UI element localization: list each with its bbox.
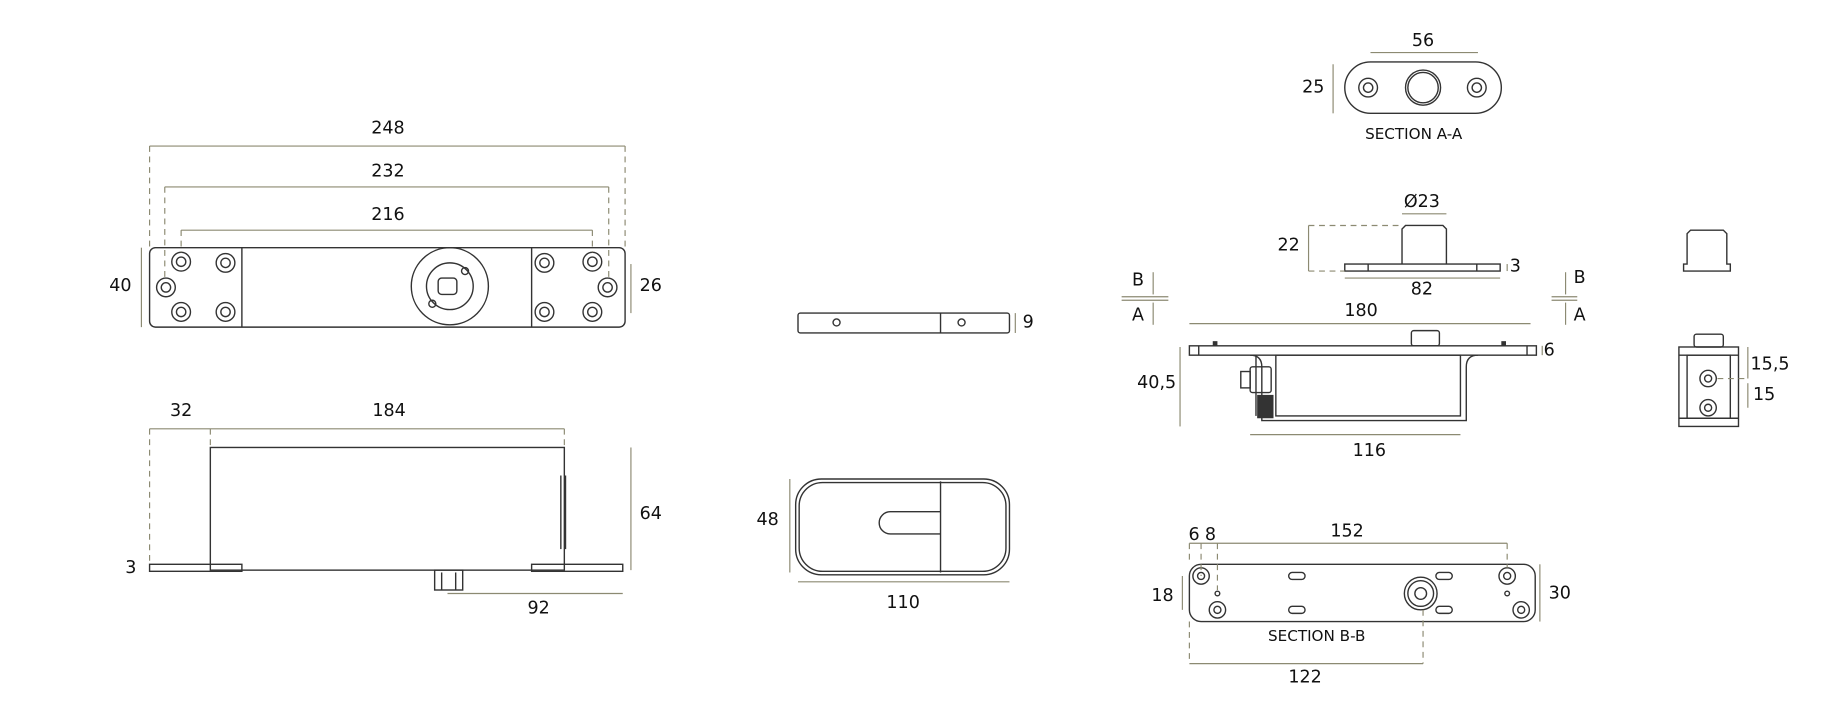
cover-view: 48 110 <box>756 478 1011 613</box>
marker-a-left: A <box>1132 305 1144 325</box>
dim-180: 180 <box>1344 301 1377 321</box>
dim-diameter-23: Ø23 <box>1404 192 1440 212</box>
dim-216: 216 <box>371 205 404 225</box>
top-view: 248 232 216 40 26 <box>109 119 662 328</box>
section-a-a-label: SECTION A-A <box>1365 125 1463 143</box>
dim-30: 30 <box>1549 584 1571 604</box>
dim-40-5: 40,5 <box>1137 373 1176 393</box>
dim-152: 152 <box>1330 522 1363 542</box>
dim-110: 110 <box>886 593 919 613</box>
dim-48: 48 <box>756 510 778 530</box>
dim-40: 40 <box>109 276 131 296</box>
dim-15-5: 15,5 <box>1751 355 1790 375</box>
dim-92: 92 <box>527 599 549 619</box>
dim-26: 26 <box>640 276 662 296</box>
spindle-piece: Ø23 22 3 82 <box>1278 192 1521 300</box>
dim-8-bb: 8 <box>1205 525 1216 545</box>
dim-3: 3 <box>125 558 136 578</box>
dim-22: 22 <box>1278 235 1300 255</box>
mounting-holes <box>155 251 618 322</box>
marker-b-right: B <box>1574 268 1586 288</box>
dim-248: 248 <box>371 119 404 139</box>
section-b-b: SECTION B-B 6 8 152 18 30 122 <box>1151 522 1571 688</box>
dim-82: 82 <box>1411 280 1433 300</box>
dim-122: 122 <box>1288 668 1321 688</box>
dim-9: 9 <box>1023 312 1034 332</box>
dim-6: 6 <box>1544 340 1555 360</box>
dim-18: 18 <box>1151 586 1173 606</box>
side-view: 32 184 64 3 92 <box>125 401 662 618</box>
dim-56: 56 <box>1412 31 1434 51</box>
dim-232: 232 <box>371 162 404 182</box>
dim-116: 116 <box>1353 441 1386 461</box>
end-view: 15,5 15 <box>1678 229 1790 428</box>
dim-32: 32 <box>170 401 192 421</box>
dim-184: 184 <box>372 401 405 421</box>
section-markers: B A B A <box>1121 268 1586 325</box>
edge-view: 9 <box>797 312 1034 334</box>
dim-15: 15 <box>1753 385 1775 405</box>
dim-6-bb: 6 <box>1188 525 1199 545</box>
marker-a-right: A <box>1574 305 1586 325</box>
section-a-a: 56 25 SECTION A-A <box>1302 31 1503 143</box>
section-b-b-label: SECTION B-B <box>1268 627 1365 645</box>
marker-b-left: B <box>1132 270 1144 290</box>
dim-25: 25 <box>1302 78 1324 98</box>
dim-64: 64 <box>640 504 662 524</box>
dim-3-spindle: 3 <box>1510 256 1521 276</box>
main-side-view: 180 6 40,5 116 <box>1137 301 1555 461</box>
